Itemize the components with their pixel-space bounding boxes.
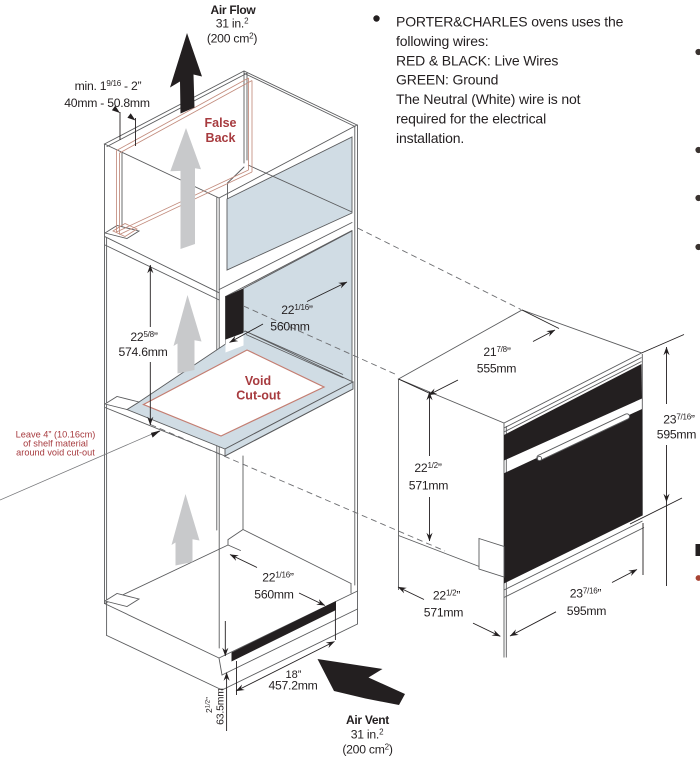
svg-text:(200 cm2): (200 cm2) <box>342 743 392 757</box>
svg-text:571mm: 571mm <box>424 606 463 620</box>
svg-text:221/2”: 221/2” <box>414 461 441 475</box>
svg-text:Back: Back <box>206 131 236 145</box>
svg-text:560mm: 560mm <box>270 320 309 334</box>
svg-text:31 in.2: 31 in.2 <box>351 728 384 742</box>
svg-text:PORTER&CHARLES ovens uses the: PORTER&CHARLES ovens uses the <box>396 14 624 30</box>
svg-text:Cut-out: Cut-out <box>236 389 281 403</box>
svg-text:Air Flow: Air Flow <box>211 3 257 17</box>
svg-text:560mm: 560mm <box>254 588 293 602</box>
svg-text:(200 cm2): (200 cm2) <box>207 32 257 46</box>
svg-text:of shelf material: of shelf material <box>23 439 88 449</box>
svg-text:225/8”: 225/8” <box>130 330 157 344</box>
svg-text:GREEN: Ground: GREEN: Ground <box>396 72 498 88</box>
svg-text:574.6mm: 574.6mm <box>118 345 167 359</box>
svg-text:Air Vent: Air Vent <box>346 713 389 727</box>
svg-text:217/8”: 217/8” <box>483 345 510 359</box>
svg-text:457.2mm: 457.2mm <box>268 679 317 693</box>
svg-text:595mm: 595mm <box>657 428 696 442</box>
svg-text:63.5mm: 63.5mm <box>215 688 227 725</box>
svg-text:installation.: installation. <box>396 130 464 146</box>
svg-text:555mm: 555mm <box>477 362 516 376</box>
svg-text:595mm: 595mm <box>567 604 606 618</box>
svg-text:Void: Void <box>245 374 271 388</box>
svg-text:571mm: 571mm <box>409 479 448 493</box>
svg-text:18”: 18” <box>286 669 302 681</box>
svg-text:required for the electrical: required for the electrical <box>396 111 546 127</box>
svg-text:21/2”: 21/2” <box>204 697 214 713</box>
svg-text:min. 19/16 - 2”: min. 19/16 - 2” <box>75 79 142 93</box>
svg-text:The Neutral (White) wire is no: The Neutral (White) wire is not <box>396 91 581 107</box>
svg-text:following wires:: following wires: <box>396 33 489 49</box>
svg-text:around void cut-out: around void cut-out <box>16 448 95 458</box>
svg-text:31 in.2: 31 in.2 <box>216 17 249 31</box>
svg-text:False: False <box>205 116 237 130</box>
svg-text:40mm - 50.8mm: 40mm - 50.8mm <box>64 96 150 110</box>
svg-text:221/2”: 221/2” <box>433 589 460 603</box>
svg-text:RED & BLACK: Live Wires: RED & BLACK: Live Wires <box>396 52 558 68</box>
svg-text:Leave 4” (10.16cm): Leave 4” (10.16cm) <box>16 430 96 440</box>
svg-text:221/16”: 221/16” <box>262 571 294 585</box>
svg-text:237/16”: 237/16” <box>663 413 695 427</box>
svg-text:237/16”: 237/16” <box>570 587 602 601</box>
